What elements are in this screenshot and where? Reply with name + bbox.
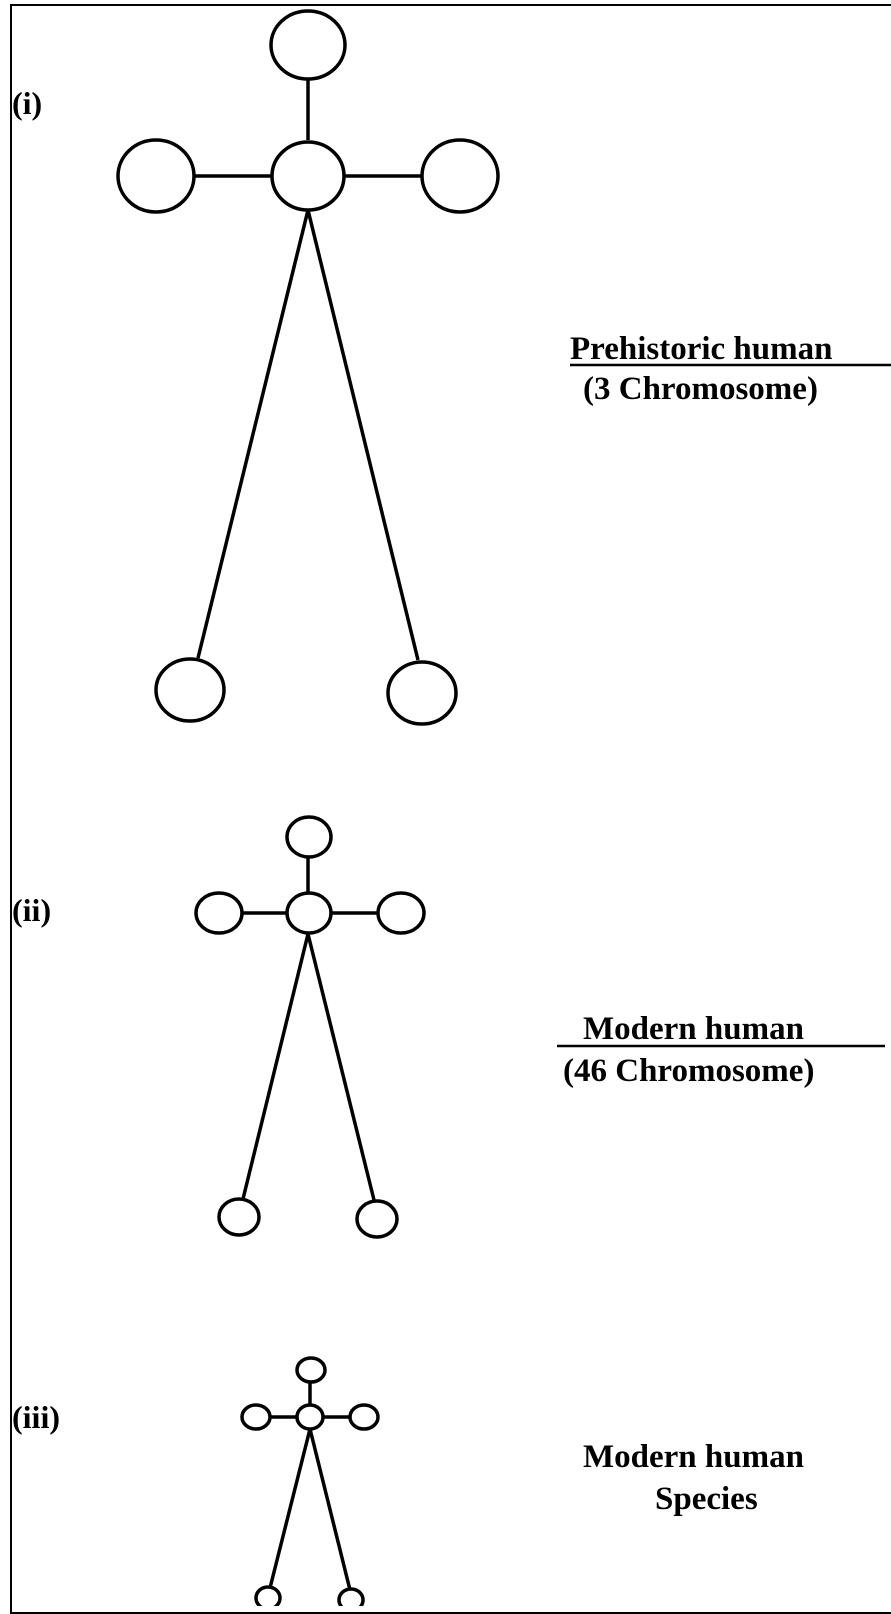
figure-number-i: (i) xyxy=(12,85,42,121)
left-foot-circle xyxy=(254,1585,282,1606)
head-circle xyxy=(295,1356,327,1384)
right-leg-line xyxy=(306,933,376,1201)
left-hand-circle xyxy=(240,1403,272,1431)
left-leg-line xyxy=(241,933,310,1200)
right-foot-circle xyxy=(386,660,458,726)
stick-figure-large xyxy=(116,9,500,726)
label-modern-subtitle: (46 Chromosome) xyxy=(563,1053,814,1089)
left-foot-circle xyxy=(154,657,226,723)
right-leg-line xyxy=(306,209,420,661)
label-modern-title: Modern human xyxy=(583,1011,804,1047)
left-hand-circle xyxy=(194,891,244,935)
figure-number-ii: (ii) xyxy=(12,892,51,928)
label-species-title: Modern human xyxy=(583,1439,804,1475)
right-leg-line xyxy=(308,1428,352,1591)
right-hand-circle xyxy=(420,138,500,214)
stick-figure-medium xyxy=(194,815,426,1239)
left-foot-circle xyxy=(217,1197,261,1237)
head-circle xyxy=(285,815,333,859)
stick-figure-small xyxy=(240,1356,380,1606)
label-prehistoric-subtitle: (3 Chromosome) xyxy=(583,371,818,407)
head-circle xyxy=(269,9,347,81)
left-leg-line xyxy=(196,209,310,659)
body-circle xyxy=(270,140,346,212)
left-leg-line xyxy=(268,1428,312,1589)
right-foot-circle xyxy=(355,1199,399,1239)
right-hand-circle xyxy=(376,891,426,935)
label-prehistoric-title: Prehistoric human xyxy=(570,331,832,367)
label-species-subtitle: Species xyxy=(655,1481,758,1517)
left-hand-circle xyxy=(116,138,196,214)
right-foot-circle xyxy=(337,1587,365,1606)
right-hand-circle xyxy=(348,1403,380,1431)
body-circle xyxy=(295,1403,325,1431)
body-circle xyxy=(285,891,333,935)
figure-number-iii: (iii) xyxy=(12,1399,60,1435)
